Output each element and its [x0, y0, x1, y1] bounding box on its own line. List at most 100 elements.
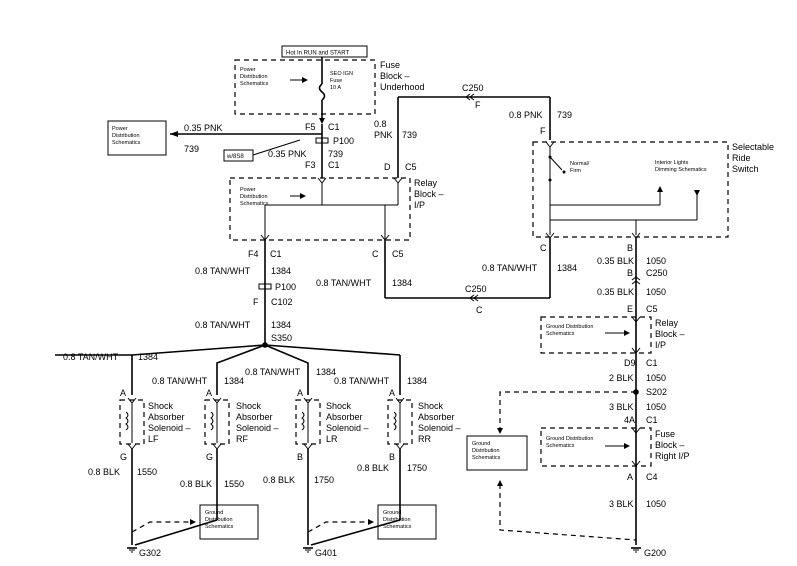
gnd-wire-rr: 0.8 BLK [357, 463, 389, 473]
gnd-num-rr: 1750 [407, 463, 427, 473]
normal-firm-label: Normal/Firm [570, 161, 590, 174]
power-distribution-box-top [234, 59, 376, 115]
wire-tan-a: 0.8 TAN/WHT [195, 266, 251, 276]
w8s8-label: w/8S8 [226, 154, 244, 160]
wire-tan-c: 0.8 TAN/WHT [316, 278, 372, 288]
pin-c-relay: C [372, 249, 379, 259]
pin-b-switch: B [627, 243, 633, 253]
wire-1384-d: 1384 [557, 263, 577, 273]
connector-c1-b: C1 [328, 160, 340, 170]
connector-c250-right: C250 [646, 268, 668, 278]
wire-1384-c: 1384 [392, 278, 412, 288]
connector-c250-top: C250 [462, 83, 484, 93]
svg-text:A: A [120, 388, 126, 398]
wire-pnk-left: 0.35 PNK [184, 123, 223, 133]
wire-blk-3b: 3 BLK [609, 499, 634, 509]
wire-sol-lf-num: 1384 [224, 376, 244, 386]
wire-739-left: 739 [184, 144, 199, 154]
pin-d: D [384, 162, 391, 172]
hot-in-run-box [281, 45, 368, 58]
svg-text:G302: G302 [139, 548, 161, 558]
w8s8-box [223, 149, 254, 162]
wire-pnk-mid: 0.35 PNK [268, 149, 307, 159]
relay-block-ip-box [229, 177, 411, 241]
connector-c1-a: C1 [328, 122, 340, 132]
splice-s350: S350 [271, 333, 292, 343]
pin-f-top: F [475, 100, 481, 110]
hot-in-run-label: Hot In RUN and START [286, 51, 349, 57]
pin-f4: F4 [248, 249, 259, 259]
pin-a-right: A [627, 472, 633, 482]
pin-f-right: F [540, 126, 546, 136]
wire-sol-rr: 0.8 TAN/WHT [334, 376, 390, 386]
pin-b-right: B [627, 268, 633, 278]
relay-block-right-box [540, 316, 652, 354]
gnd-num-rf: 1550 [224, 479, 244, 489]
connector-p100-top: P100 [333, 136, 354, 146]
pin-d9: D9 [624, 358, 636, 368]
wire-739-right: 739 [402, 130, 417, 140]
pds-left-box [107, 120, 167, 156]
svg-text:G: G [206, 452, 213, 462]
pin-e-right: E [627, 304, 633, 314]
gnd-wire-rf: 0.8 BLK [180, 479, 212, 489]
connector-c4: C4 [646, 472, 658, 482]
fuse-block-right-box [540, 427, 652, 467]
wire-1384-e: 1384 [138, 352, 158, 362]
wire-1384-b: 1384 [271, 320, 291, 330]
wire-sol-rr-num: 1384 [407, 376, 427, 386]
connector-c250-mid: C250 [465, 284, 487, 294]
wire-pnk-label: PNK [374, 130, 393, 140]
wire-pnk-right: 0.8 PNK [509, 110, 543, 120]
ground-g302: G302 [127, 547, 161, 558]
wire-1050-c: 1050 [646, 373, 666, 383]
wire-1050-b: 1050 [646, 287, 666, 297]
connector-c5-right: C5 [646, 304, 658, 314]
wire-sol-lf: 0.8 TAN/WHT [152, 376, 208, 386]
wire-sol-rf: 0.8 TAN/WHT [245, 367, 301, 377]
fuse-symbol [318, 83, 326, 101]
gnd-num-lf: 1550 [137, 467, 157, 477]
wire-sol-rf-num: 1384 [316, 367, 336, 377]
wire-1050-e: 1050 [646, 499, 666, 509]
svg-text:A: A [389, 388, 395, 398]
gds-box-left [466, 435, 528, 471]
wire-1050-a: 1050 [646, 256, 666, 266]
svg-text:G401: G401 [315, 548, 337, 558]
gnd-wire-lf: 0.8 BLK [88, 467, 120, 477]
wire-tan-e: 0.8 TAN/WHT [63, 352, 119, 362]
pin-f-mid: F [253, 297, 259, 307]
splice-s202: S202 [646, 387, 667, 397]
pin-f3: F3 [305, 160, 316, 170]
wire-08-label: 0.8 [374, 119, 387, 129]
gnd-wire-lr: 0.8 BLK [263, 475, 295, 485]
ground-g200: G200 [631, 547, 666, 558]
svg-text:B: B [297, 452, 303, 462]
wire-blk-035-a: 0.35 BLK [597, 256, 634, 266]
connector-c102: C102 [271, 297, 293, 307]
wire-tan-b: 0.8 TAN/WHT [195, 320, 251, 330]
wire-blk-3a: 3 BLK [609, 402, 634, 412]
